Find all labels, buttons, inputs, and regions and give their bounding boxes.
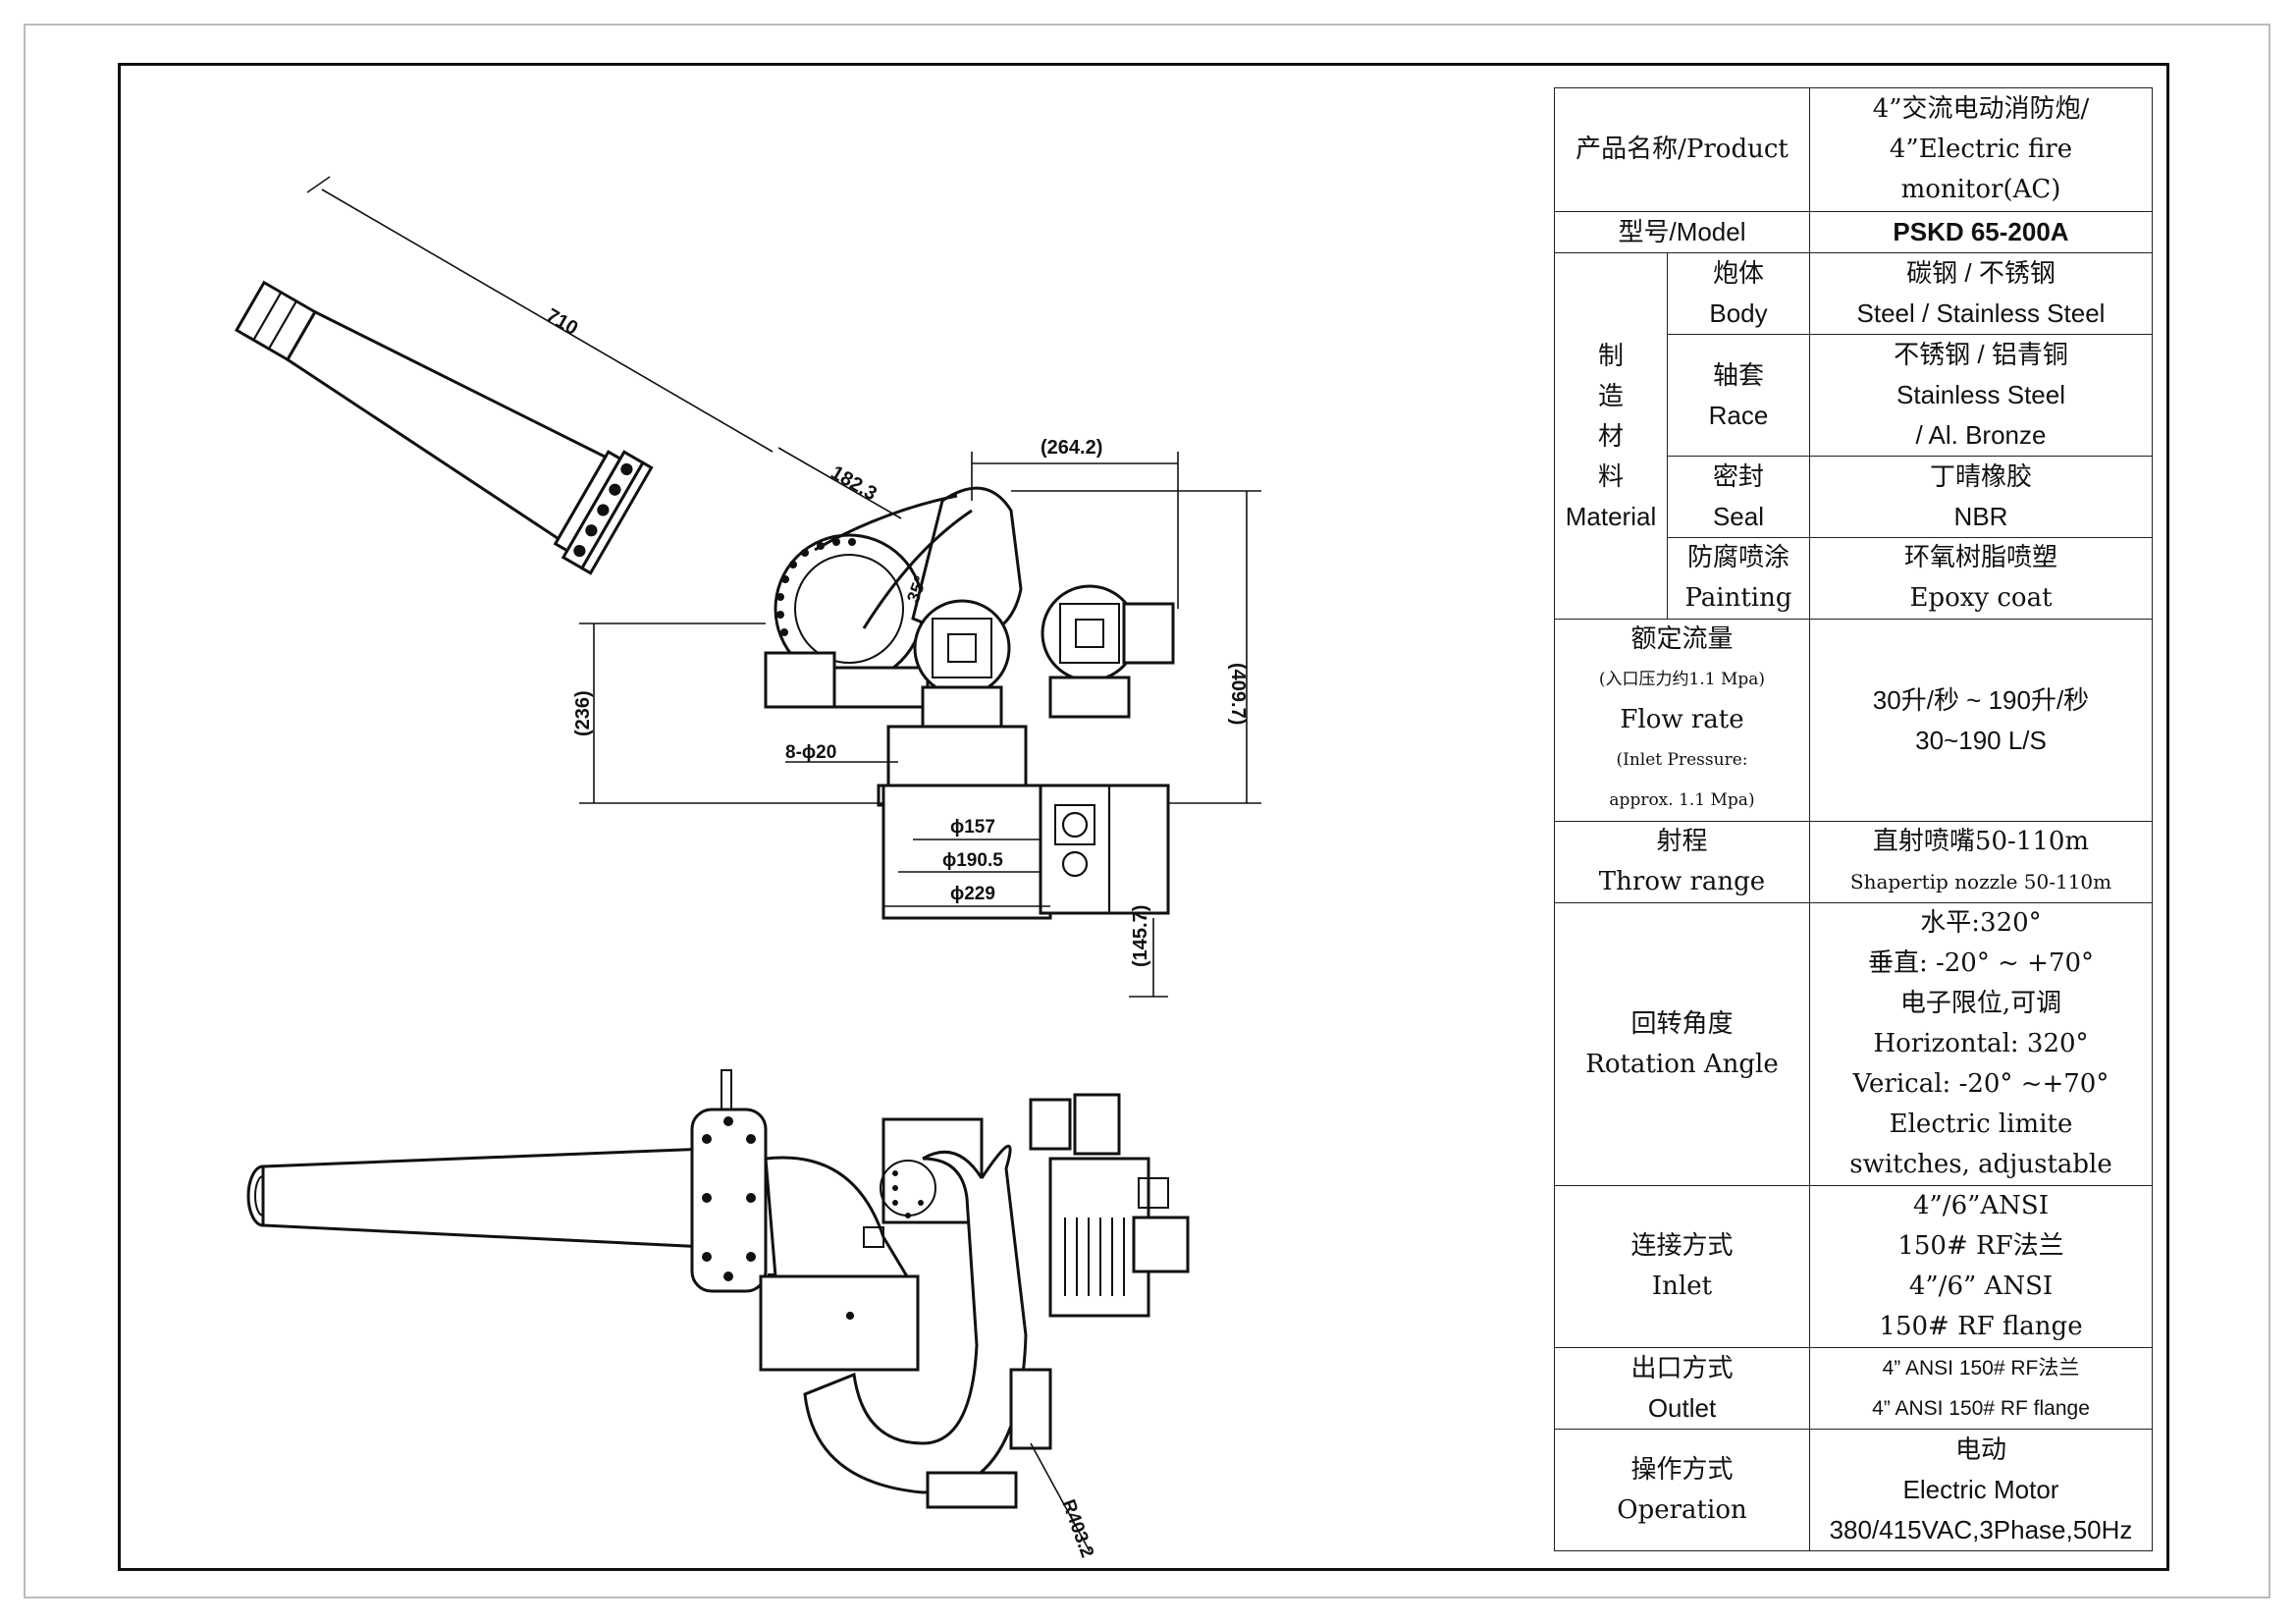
model-value: PSKD 65-200A: [1809, 211, 2153, 253]
dia-229-label: ϕ229: [950, 884, 995, 904]
outer-border: [24, 24, 2270, 1598]
material-part-body: 炮体 Body: [1667, 252, 1810, 335]
nozzle-barrel: [234, 280, 654, 575]
dim-236: (236): [572, 623, 883, 804]
throw-value: 直射喷嘴50-110m Shapertip nozzle 50-110m: [1809, 821, 2153, 903]
rotation-value: 水平:320° 垂直: -20° ~ +70° 电子限位,可调 Horizont…: [1809, 902, 2153, 1186]
dim-409: (409.7): [1011, 490, 1261, 804]
motor-plan: [1029, 1093, 1190, 1318]
dia-157-label: ϕ157: [950, 817, 995, 838]
material-value-seal: 丁晴橡胶 NBR: [1809, 456, 2153, 538]
dim-409-label: (409.7): [1227, 663, 1249, 725]
dia-190-label: ϕ190.5: [942, 850, 1003, 871]
motor-right-side: [1041, 584, 1175, 719]
inlet-flange-plan: [690, 1069, 779, 1305]
nozzle-plan: [246, 1147, 709, 1249]
base-side: [881, 784, 1170, 920]
dim-182-label: 182.3: [828, 461, 881, 505]
row-inlet: 连接方式 Inlet 4”/6”ANSI 150# RF法兰 4”/6” ANS…: [1554, 1185, 2153, 1348]
side-view: 710 182.3 35°: [234, 176, 1261, 998]
monitor-body-side: 35°: [764, 486, 1038, 807]
s-pipe-plan: [803, 1145, 1052, 1509]
bolt-holes-label: 8-ϕ20: [785, 742, 836, 763]
motor-left-side: [913, 599, 1011, 729]
material-value-painting: 环氧树脂喷塑 Epoxy coat: [1809, 537, 2153, 620]
dim-145-label: (145.7): [1130, 905, 1151, 967]
row-material-painting: 防腐喷涂 Painting 环氧树脂喷塑 Epoxy coat: [1555, 537, 2153, 620]
row-throw: 射程 Throw range 直射喷嘴50-110m Shapertip noz…: [1554, 821, 2153, 903]
operation-value: 电动 Electric Motor 380/415VAC,3Phase,50Hz: [1809, 1429, 2153, 1551]
dim-182: 182.3: [777, 447, 902, 519]
spec-table: 产品名称/Product 4”交流电动消防炮/ 4”Electric fire …: [1554, 87, 2153, 1551]
material-part-seal: 密封 Seal: [1667, 456, 1810, 538]
technical-drawing: 710 182.3 35°: [234, 176, 1261, 1561]
row-rotation: 回转角度 Rotation Angle 水平:320° 垂直: -20° ~ +…: [1554, 902, 2153, 1186]
flow-value: 30升/秒 ~ 190升/秒 30~190 L/S: [1809, 619, 2153, 822]
row-material-race: 轴套 Race 不锈钢 / 铝青铜 Stainless Steel / Al. …: [1555, 334, 2153, 457]
dim-264: (264.2): [971, 437, 1179, 609]
rotation-label: 回转角度 Rotation Angle: [1554, 902, 1810, 1186]
model-label: 型号/Model: [1554, 211, 1810, 253]
inlet-label: 连接方式 Inlet: [1554, 1185, 1810, 1348]
row-model: 型号/Model PSKD 65-200A: [1554, 211, 2153, 253]
plan-view: R403.2: [246, 1069, 1190, 1561]
dim-236-label: (236): [572, 690, 594, 736]
operation-label: 操作方式 Operation: [1554, 1429, 1810, 1551]
throw-label: 射程 Throw range: [1554, 821, 1810, 903]
row-product: 产品名称/Product 4”交流电动消防炮/ 4”Electric fire …: [1554, 87, 2153, 212]
outlet-label: 出口方式 Outlet: [1554, 1347, 1810, 1430]
row-material-body: 制 造 材 料 Material 炮体 Body 碳钢 / 不锈钢 Steel …: [1554, 252, 2153, 620]
dim-diameters: ϕ157 ϕ190.5 ϕ229: [883, 817, 1050, 907]
flow-label: 额定流量 (入口压力约1.1 Mpa) Flow rate (Inlet Pre…: [1554, 619, 1810, 822]
drawing-frame: [118, 63, 2169, 1571]
dim-710-label: 710: [543, 304, 582, 340]
row-outlet: 出口方式 Outlet 4” ANSI 150# RF法兰 4” ANSI 15…: [1554, 1347, 2153, 1430]
radius-label: R403.2: [1057, 1497, 1097, 1561]
inlet-value: 4”/6”ANSI 150# RF法兰 4”/6” ANSI 150# RF f…: [1809, 1185, 2153, 1348]
dim-bolts: 8-ϕ20: [785, 742, 898, 763]
outlet-value: 4” ANSI 150# RF法兰 4” ANSI 150# RF flange: [1809, 1347, 2153, 1430]
material-part-race: 轴套 Race: [1667, 334, 1810, 457]
dim-145: (145.7): [1129, 905, 1168, 998]
elbow-plan: [759, 1117, 984, 1372]
material-part-painting: 防腐喷涂 Painting: [1667, 537, 1810, 620]
dim-264-label: (264.2): [1041, 437, 1102, 459]
row-material-seal: 密封 Seal 丁晴橡胶 NBR: [1555, 456, 2153, 538]
material-label: 制 造 材 料 Material: [1554, 252, 1668, 620]
product-label: 产品名称/Product: [1554, 87, 1810, 212]
material-value-race: 不锈钢 / 铝青铜 Stainless Steel / Al. Bronze: [1809, 334, 2153, 457]
product-value: 4”交流电动消防炮/ 4”Electric fire monitor(AC): [1809, 87, 2153, 212]
row-operation: 操作方式 Operation 电动 Electric Motor 380/415…: [1554, 1429, 2153, 1551]
dim-radius: R403.2: [1030, 1442, 1097, 1561]
material-value-body: 碳钢 / 不锈钢 Steel / Stainless Steel: [1809, 252, 2153, 335]
row-flow: 额定流量 (入口压力约1.1 Mpa) Flow rate (Inlet Pre…: [1554, 619, 2153, 822]
